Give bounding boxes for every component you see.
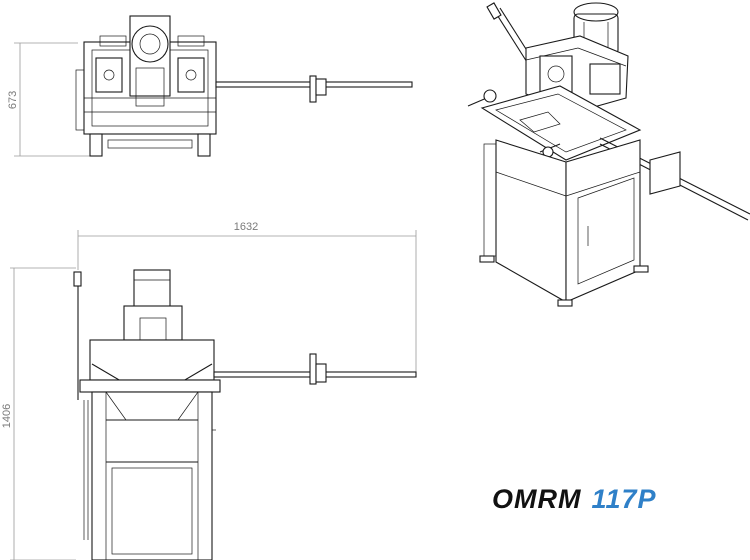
front-view: 1632 1406	[1, 221, 417, 560]
top-view: 673	[7, 15, 413, 157]
dim-label-1406: 1406	[1, 404, 13, 428]
motor-front	[133, 269, 171, 309]
brand-model: 117P	[591, 484, 657, 514]
dimension-1406: 1406	[1, 267, 76, 560]
dimension-1632: 1632	[77, 221, 417, 376]
isometric-view	[467, 2, 750, 307]
cabinet-front	[91, 391, 213, 560]
dimension-673: 673	[7, 42, 100, 157]
brand-logo: OMRM 117P	[492, 484, 657, 516]
dim-label-673: 673	[7, 91, 19, 109]
brand-name: OMRM	[492, 484, 582, 514]
dim-label-1632: 1632	[234, 221, 258, 233]
cabinet-iso	[479, 139, 649, 307]
